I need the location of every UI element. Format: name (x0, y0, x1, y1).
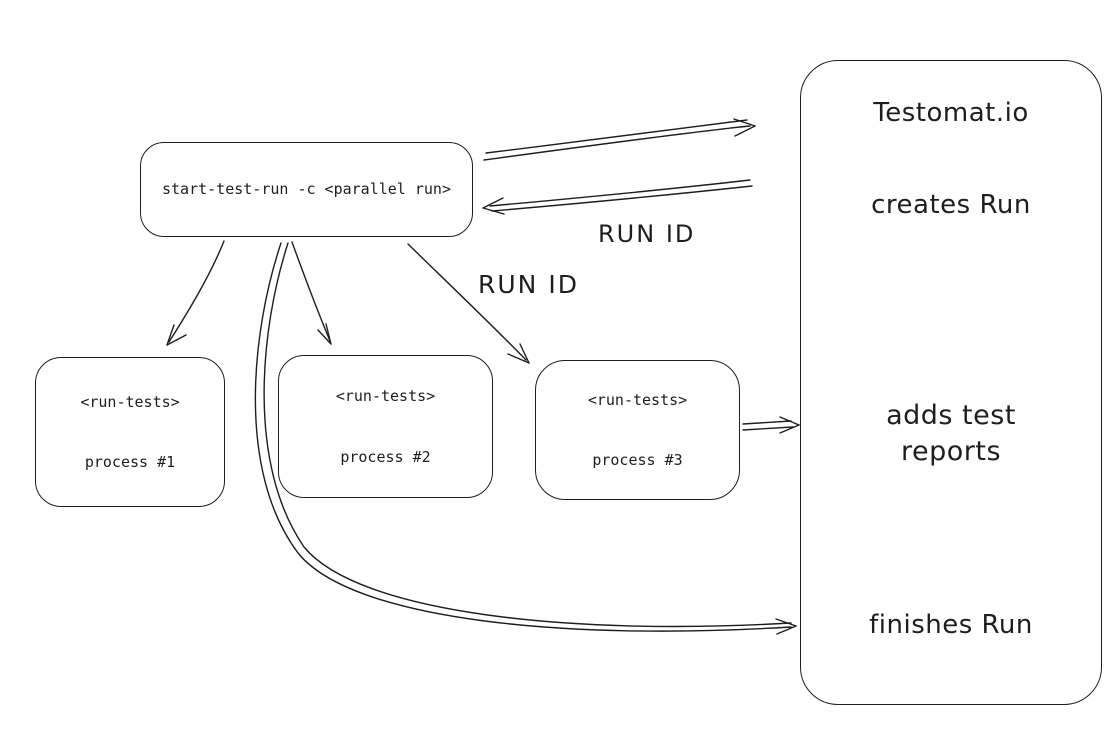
arrow-start-to-process2 (291, 241, 332, 345)
process-2-box: <run-tests> process #2 (278, 355, 493, 498)
start-test-run-box: start-test-run -c <parallel run> (140, 142, 473, 237)
arrow-process3-to-testomat (742, 416, 800, 434)
process-1-line1: <run-tests> (80, 392, 180, 411)
process-2-line2: process #2 (340, 447, 431, 466)
process-1-line2: process #1 (84, 453, 176, 472)
process-2-line1: <run-tests> (335, 387, 436, 405)
testomat-adds-reports: adds test reports (886, 400, 1016, 468)
run-id-branch-label: RUN ID (478, 270, 579, 299)
process-3-line2: process #3 (592, 451, 683, 470)
arrow-testomat-to-start (482, 179, 753, 215)
run-id-return-label: RUN ID (598, 220, 696, 248)
arrow-start-to-process1 (166, 240, 225, 346)
testomat-finishes-run: finishes Run (869, 610, 1033, 640)
process-3-box: <run-tests> process #3 (535, 360, 740, 500)
testomat-creates-run: creates Run (871, 190, 1031, 220)
testomat-title: Testomat.io (873, 98, 1029, 128)
process-3-line1: <run-tests> (587, 390, 688, 409)
testomat-box (800, 60, 1102, 705)
start-test-run-label: start-test-run -c <parallel run> (162, 180, 451, 199)
process-1-box: <run-tests> process #1 (35, 357, 225, 507)
arrow-start-to-testomat (483, 118, 756, 161)
